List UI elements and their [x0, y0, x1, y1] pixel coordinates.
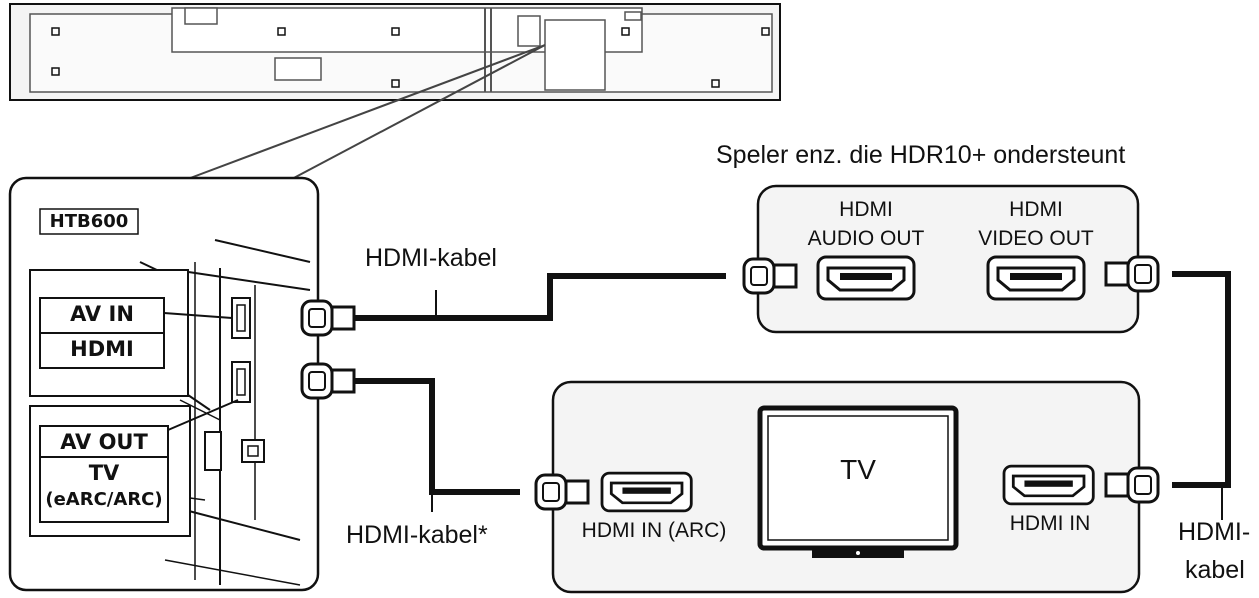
av-out-label: AV OUT: [60, 430, 148, 454]
model-label: HTB600: [49, 211, 129, 232]
cable-right: [1172, 271, 1231, 488]
port-video-out: [986, 255, 1086, 301]
video-out-label-1: HDMI: [1009, 198, 1063, 221]
port-hdmi-in-arc: [600, 471, 693, 513]
cable-right-label-2: kabel: [1185, 556, 1245, 584]
plug-tv-in: [1104, 466, 1160, 504]
cable-top-label: HDMI-kabel: [365, 244, 497, 272]
plug-player-audio: [742, 257, 798, 295]
video-out-label-2: VIDEO OUT: [978, 227, 1094, 250]
av-in-label: AV IN: [70, 302, 134, 326]
tv-screen: [757, 405, 959, 558]
plug-av-in: [300, 299, 356, 337]
audio-out-label-2: AUDIO OUT: [807, 227, 925, 250]
earc-label: (eARC/ARC): [45, 489, 163, 510]
cable-right-label-1: HDMI-: [1178, 518, 1251, 546]
soundbar-rear: [9, 3, 781, 101]
port-hdmi-in: [1002, 464, 1095, 506]
soundbar-detail-panel: [8, 176, 320, 592]
hdmi-in-label: HDMI IN: [1009, 512, 1091, 535]
cable-bottom: [354, 378, 520, 495]
player-title: Speler enz. die HDR10+ ondersteunt: [716, 141, 1126, 169]
tv-port-label: TV: [88, 461, 120, 485]
plug-player-video: [1104, 255, 1160, 293]
cable-bottom-label: HDMI-kabel*: [346, 521, 488, 549]
port-audio-out: [816, 255, 916, 301]
audio-out-label-1: HDMI: [839, 198, 893, 221]
tv-label: TV: [840, 454, 876, 485]
cable-top: [354, 273, 726, 321]
hdmi-in-arc-label: HDMI IN (ARC): [581, 519, 727, 542]
plug-tv-arc: [534, 473, 590, 511]
plug-av-out: [300, 362, 356, 400]
hdmi-label: HDMI: [70, 337, 134, 361]
